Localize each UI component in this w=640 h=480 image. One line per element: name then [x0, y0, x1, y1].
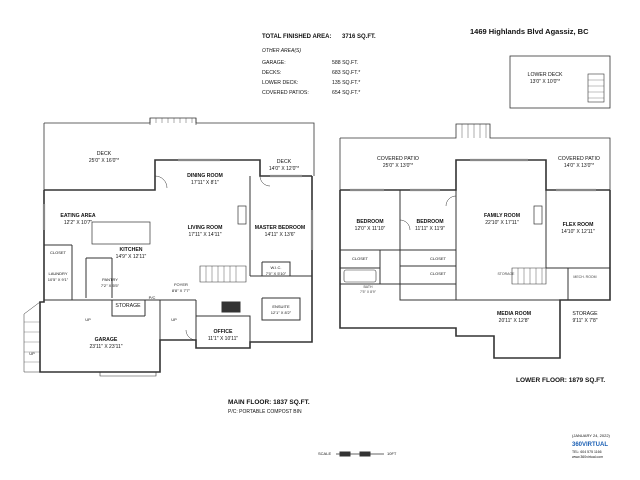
ensuite-name: ENSUITE	[272, 304, 290, 309]
brand-logo: 360VIRTUAL	[572, 442, 609, 448]
bedroom-2-name: BEDROOM	[416, 219, 444, 225]
eating-area-dim: 12'2" X 10'7"	[63, 220, 93, 226]
media-room-dim: 20'11" X 12'8"	[498, 318, 530, 324]
living-room-name: LIVING ROOM	[187, 225, 223, 231]
family-room-dim: 22'10" X 17'11"	[485, 220, 519, 226]
decks-area-value: 683 SQ.FT.*	[332, 70, 361, 76]
wic-name: W.I.C.	[270, 265, 282, 270]
office-name: OFFICE	[213, 329, 233, 335]
bedroom-1-name: BEDROOM	[356, 219, 384, 225]
deck-dim: 25'0" X 16'0"*	[88, 158, 120, 164]
eating-area-name: EATING AREA	[60, 213, 96, 219]
brand-website: www.360virtual.com	[572, 455, 604, 459]
lower-deck-name: LOWER DECK	[527, 72, 563, 78]
flex-room-dim: 14'10" X 12'11"	[561, 229, 595, 235]
closet-lower-3-name: CLOSET	[429, 271, 447, 276]
covered-patios-area-value: 654 SQ.FT.*	[332, 90, 361, 96]
master-bedroom-name: MASTER BEDROOM	[254, 225, 306, 231]
deck-name: DECK	[96, 151, 112, 157]
laundry-dim: 10'5" X 9'1"	[47, 277, 69, 282]
bedroom-1-dim: 12'0" X 11'10"	[354, 226, 386, 232]
deck2-name: DECK	[276, 159, 292, 165]
flex-room-name: FLEX ROOM	[562, 222, 594, 228]
scale-bar	[336, 451, 384, 457]
scale-label: SCALE	[318, 451, 332, 456]
scale-units: 10FT	[387, 451, 397, 456]
lower-deck-dim: 13'0" X 10'0"*	[529, 79, 561, 85]
garage-name: GARAGE	[94, 337, 118, 343]
deck2-dim: 14'0" X 12'0"*	[268, 166, 300, 172]
foyer-dim: 8'8" X 7'7"	[171, 288, 191, 293]
pantry-name: PANTRY	[102, 277, 118, 282]
total-area-value: 3716 SQ.FT.	[342, 34, 376, 40]
wic-dim: 7'0" X 5'10"	[265, 271, 287, 276]
total-area-label: TOTAL FINISHED AREA:	[262, 34, 332, 40]
office-dim: 11'1" X 10'11"	[207, 336, 239, 342]
garage-area-value: 588 SQ.FT.	[332, 60, 359, 66]
covered-patio-1-dim: 25'0" X 13'0"*	[382, 163, 414, 169]
storage-lower-2-dim: 9'11" X 7'8"	[572, 318, 598, 324]
kitchen-name: KITCHEN	[119, 247, 143, 253]
living-room-dim: 17'11" X 14'11"	[188, 232, 222, 238]
main-floor-title: MAIN FLOOR: 1837 SQ.FT.	[228, 399, 310, 406]
closet-name: CLOSET	[49, 250, 67, 255]
ensuite-dim: 12'1" X 8'2"	[270, 310, 292, 315]
dining-room-name: DINING ROOM	[187, 173, 223, 179]
laundry-name: LAUNDRY	[48, 271, 68, 276]
storage-name: STORAGE	[115, 303, 141, 309]
mech-room-name: MECH. ROOM	[573, 275, 597, 279]
bath-name: BATH	[363, 285, 373, 289]
address-title: 1469 Highlands Blvd Agassiz, BC	[470, 27, 589, 36]
up-label-2: UP	[171, 317, 177, 322]
lower-floor-outline	[339, 123, 611, 359]
decks-area-label: DECKS:	[262, 70, 282, 76]
master-bedroom-dim: 14'11" X 13'6"	[264, 232, 296, 238]
family-room-name: FAMILY ROOM	[483, 213, 521, 219]
closet-lower-1-name: CLOSET	[351, 256, 369, 261]
date-stamp: (JANUARY 24, 2022)	[572, 433, 610, 438]
storage-lower-2-name: STORAGE	[572, 311, 598, 317]
bath-dim: 7'5" X 8'9"	[360, 290, 376, 294]
brand-phone: TEL: 604 575 1166	[572, 450, 602, 454]
main-floor-outline	[23, 117, 315, 377]
storage-lower-1-name: STORAGE	[497, 272, 515, 276]
lower-deck-area-value: 135 SQ.FT.*	[332, 80, 361, 86]
up-label-3: UP	[29, 351, 35, 356]
garage-dim: 23'11" X 23'11"	[89, 344, 123, 350]
closet-lower-2-name: CLOSET	[429, 256, 447, 261]
lower-deck-box	[509, 55, 611, 109]
dining-room-dim: 17'11" X 8'1"	[191, 180, 219, 186]
bedroom-2-dim: 11'11" X 11'9"	[415, 226, 445, 232]
lower-deck-area-label: LOWER DECK:	[262, 80, 299, 86]
covered-patios-area-label: COVERED PATIOS:	[262, 90, 309, 96]
covered-patio-1-name: COVERED PATIO	[377, 156, 419, 162]
lower-floor-title: LOWER FLOOR: 1879 SQ.FT.	[516, 377, 606, 384]
kitchen-dim: 14'9" X 12'11"	[115, 254, 147, 260]
other-areas-heading: OTHER AREA(S)	[262, 48, 301, 54]
covered-patio-2-name: COVERED PATIO	[558, 156, 600, 162]
foyer-name: FOYER	[174, 282, 188, 287]
covered-patio-2-dim: 14'0" X 13'0"*	[563, 163, 595, 169]
pantry-dim: 7'2" X 5'5"	[100, 283, 120, 288]
up-label-1: UP	[85, 317, 91, 322]
media-room-name: MEDIA ROOM	[496, 311, 532, 317]
garage-area-label: GARAGE:	[262, 60, 286, 66]
main-floor-subtitle: P/C: PORTABLE COMPOST BIN	[228, 409, 302, 415]
pc-label: P/C	[148, 295, 156, 300]
